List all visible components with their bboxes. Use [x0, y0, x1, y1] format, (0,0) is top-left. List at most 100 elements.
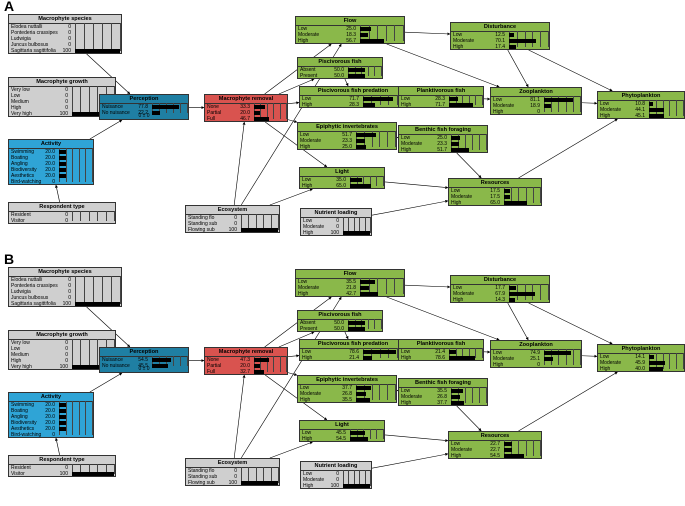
bar-grid [75, 276, 121, 304]
node-title: Benthic fish foraging [399, 126, 487, 135]
node-title: Nutrient loading [301, 462, 371, 471]
state-label: High [300, 144, 311, 150]
probability-bar [350, 184, 372, 188]
probability-bar [343, 231, 370, 235]
state-label: Low [453, 285, 463, 291]
state-label: Medium [11, 99, 29, 105]
state-value: 20.0 [45, 167, 55, 173]
grid-line [387, 384, 389, 400]
probability-bar [449, 356, 475, 360]
grid-line [343, 217, 344, 233]
probability-bar [504, 189, 511, 193]
grid-line [394, 25, 396, 41]
grid-line [381, 319, 382, 329]
state-value: 0 [68, 42, 71, 48]
state-label: Low [451, 441, 461, 447]
probability-bar [504, 201, 528, 205]
grid-line [532, 187, 534, 203]
grid-line [468, 95, 470, 105]
state-value: 71.7 [349, 96, 359, 102]
grid-line [97, 464, 99, 474]
state-value: 100 [59, 471, 68, 477]
grid-line [379, 131, 381, 147]
grid-line [80, 339, 82, 367]
state-value: 74.9 [530, 350, 540, 356]
bar-grid [451, 134, 487, 150]
bar-grid [72, 464, 115, 474]
grid-line [676, 100, 678, 116]
node-title: Flow [296, 17, 404, 26]
state-label: High [453, 297, 464, 303]
state-label: High [401, 102, 412, 108]
grid-line [451, 134, 452, 150]
probability-bar [72, 472, 114, 476]
grid-line [360, 25, 361, 41]
state-value: 20.0 [45, 414, 55, 420]
grid-line [72, 464, 73, 474]
probability-bar [504, 442, 513, 446]
state-value: 0 [68, 24, 71, 30]
edge-removal-to-epi [287, 119, 298, 123]
state-value: 0 [65, 105, 68, 111]
edge-flow-to-disturb [404, 31, 451, 36]
node-title: Phytoplankton [598, 345, 684, 354]
state-value: 10.8 [635, 101, 645, 107]
edge-removal-to-pred [287, 101, 300, 105]
grid-line [273, 103, 275, 119]
node-title: Resources [449, 432, 541, 441]
state-value: 100 [228, 227, 237, 233]
grid-line [263, 467, 265, 483]
state-label: Low [302, 177, 312, 183]
grid-line [367, 319, 369, 329]
